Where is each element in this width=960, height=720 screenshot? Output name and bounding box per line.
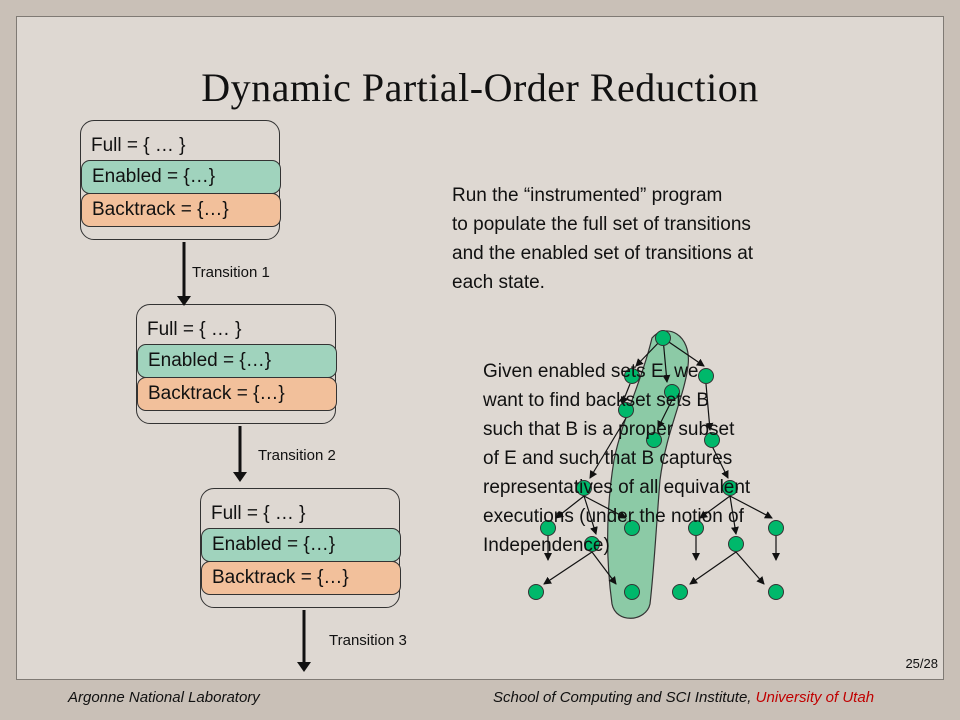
- footer-university: University of Utah: [755, 689, 875, 706]
- tree-node: [584, 536, 600, 552]
- highlighted-branch-region: [607, 330, 689, 619]
- footer-right: School of Computing and SCI Institute, U…: [493, 689, 874, 706]
- tree-node: [576, 480, 592, 496]
- tree-node: [646, 432, 662, 448]
- transition-arrow-1: [177, 242, 191, 306]
- tree-node: [728, 536, 744, 552]
- run-instrumented-text: Run the “instrumented” program to popula…: [452, 185, 754, 293]
- page-number: 25/28: [905, 656, 938, 671]
- tree-node: [624, 368, 640, 384]
- tree-node: [722, 480, 738, 496]
- backtrack-set-band: Backtrack = {…}: [81, 193, 281, 227]
- tree-node: [618, 402, 634, 418]
- tree-node: [540, 520, 556, 536]
- transition-label-1: Transition 1: [192, 264, 270, 281]
- backtrack-set-band: Backtrack = {…}: [201, 561, 401, 595]
- full-set-label: Full = { … }: [91, 135, 186, 156]
- tree-node: [688, 520, 704, 536]
- tree-node: [768, 584, 784, 600]
- footer-left: Argonne National Laboratory: [68, 689, 260, 706]
- slide-title: Dynamic Partial-Order Reduction: [201, 65, 759, 110]
- full-set-label: Full = { … }: [147, 319, 242, 340]
- tree-node: [655, 330, 671, 346]
- footer-school: School of Computing and SCI Institute,: [493, 689, 756, 706]
- tree-node: [698, 368, 714, 384]
- tree-node: [624, 520, 640, 536]
- transition-label-3: Transition 3: [329, 632, 407, 649]
- tree-node: [704, 432, 720, 448]
- tree-node: [664, 384, 680, 400]
- enabled-set-band: Enabled = {…}: [201, 528, 401, 562]
- transition-arrow-3: [297, 610, 311, 672]
- tree-node: [672, 584, 688, 600]
- backtrack-set-band: Backtrack = {…}: [137, 377, 337, 411]
- full-set-label: Full = { … }: [211, 503, 306, 524]
- backtrack-goal-text: Given enabled sets E, we want to find ba…: [483, 361, 751, 556]
- tree-node: [768, 520, 784, 536]
- state-box-2: Full = { … } Enabled = {…} Backtrack = {…: [136, 304, 337, 424]
- transition-arrow-2: [233, 426, 247, 482]
- state-box-3: Full = { … } Enabled = {…} Backtrack = {…: [200, 488, 401, 608]
- tree-node: [528, 584, 544, 600]
- tree-node: [624, 584, 640, 600]
- enabled-set-band: Enabled = {…}: [81, 160, 281, 194]
- enabled-set-band: Enabled = {…}: [137, 344, 337, 378]
- transition-label-2: Transition 2: [258, 447, 336, 464]
- tree-nodes: [528, 330, 784, 600]
- state-box-1: Full = { … } Enabled = {…} Backtrack = {…: [80, 120, 281, 240]
